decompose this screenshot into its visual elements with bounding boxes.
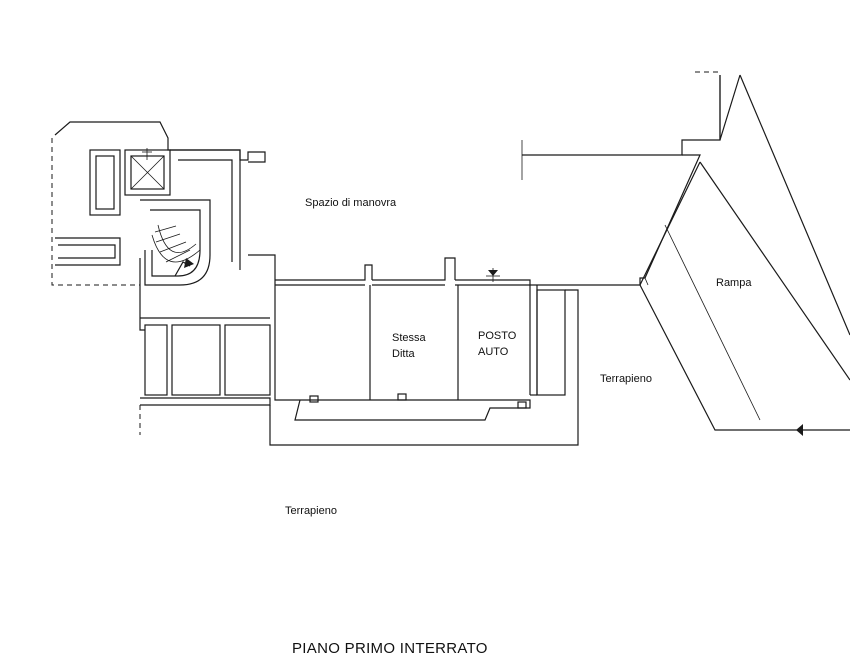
ramp-arrow-icon xyxy=(796,424,803,436)
ramp-structure xyxy=(521,71,850,431)
embankment-bottom-label: Terrapieno xyxy=(285,505,337,517)
elevator-cross-icon xyxy=(130,148,165,190)
same-company-label-line2: Ditta xyxy=(392,348,416,360)
parking-walls xyxy=(269,257,645,446)
stair-core xyxy=(51,121,276,331)
level-marker-icon xyxy=(486,268,500,282)
cellar-row xyxy=(139,317,271,435)
floor-title: PIANO PRIMO INTERRATO xyxy=(292,640,488,657)
ramp-label: Rampa xyxy=(716,277,752,289)
embankment-right-label: Terrapieno xyxy=(600,373,652,385)
parking-label-line2: AUTO xyxy=(478,346,509,358)
stair-arrow-icon xyxy=(174,258,194,277)
maneuver-space-label: Spazio di manovra xyxy=(305,197,397,209)
parking-label-line1: POSTO xyxy=(478,330,517,342)
same-company-label-line1: Stessa xyxy=(392,332,427,344)
